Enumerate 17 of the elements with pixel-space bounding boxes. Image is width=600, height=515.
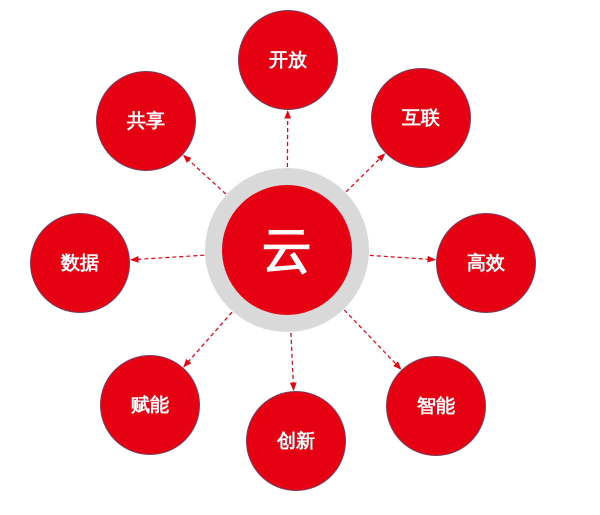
node-label: 开放 <box>269 48 307 73</box>
node-label: 云 <box>262 220 312 280</box>
dashed-arrow <box>182 154 226 194</box>
node-label: 创新 <box>277 429 315 454</box>
dashed-arrow <box>284 110 292 167</box>
dashed-arrow <box>370 254 436 263</box>
dashed-arrow <box>290 332 297 391</box>
dashed-arrow <box>130 254 204 263</box>
node-label: 智能 <box>417 394 455 419</box>
node-label: 高效 <box>467 251 505 276</box>
dashed-arrow <box>183 312 232 368</box>
dashed-arrow <box>346 153 386 192</box>
node-label: 互联 <box>402 106 440 131</box>
node-label: 数据 <box>61 251 99 276</box>
node-label: 共享 <box>127 109 165 134</box>
dashed-arrow <box>344 310 402 370</box>
node-label: 赋能 <box>131 393 169 418</box>
